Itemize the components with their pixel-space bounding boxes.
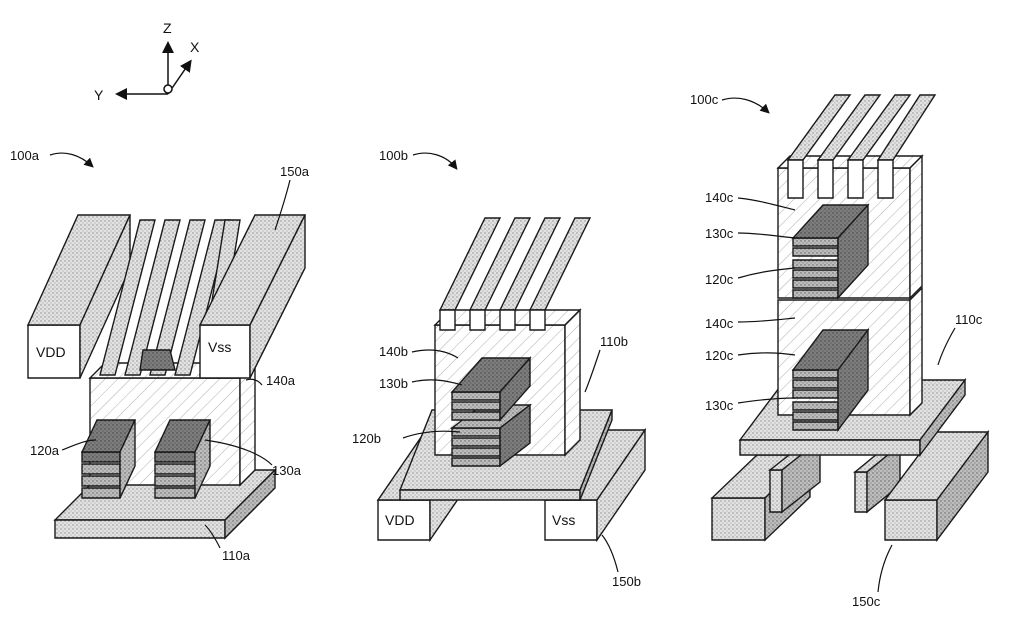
vss-label-100b: Vss [552, 512, 575, 528]
ref-100b: 100b [379, 148, 408, 163]
stack-lower-100c [791, 327, 870, 433]
leaders-100b [402, 152, 619, 573]
label-130b: 130b [379, 376, 408, 391]
leaders-100c [721, 97, 956, 593]
label-120c-lower: 120c [705, 348, 734, 363]
structure-100c [710, 94, 990, 543]
fins-100c [786, 94, 937, 199]
leaders-100a [49, 152, 291, 549]
x-axis-label: X [190, 39, 200, 55]
vdd-label-100a: VDD [36, 344, 66, 360]
axis-origin [163, 84, 173, 94]
label-140c-lower: 140c [705, 316, 734, 331]
label-120b: 120b [352, 431, 381, 446]
stack-120a [80, 419, 137, 499]
label-140c-upper: 140c [705, 190, 734, 205]
structure-100b [376, 217, 647, 543]
rail-vss-100a [198, 214, 307, 379]
label-150a: 150a [280, 164, 310, 179]
label-110a: 110a [222, 548, 251, 563]
structure-100a [26, 214, 307, 540]
contact-100a [139, 349, 176, 371]
label-140b: 140b [379, 344, 408, 359]
label-150c: 150c [852, 594, 881, 609]
axes-indicator [115, 41, 192, 100]
ref-100a: 100a [10, 148, 40, 163]
stack-upper-100c [791, 203, 870, 300]
label-130c-lower: 130c [705, 398, 734, 413]
ref-100c: 100c [690, 92, 719, 107]
label-150b: 150b [612, 574, 641, 589]
vss-label-100a: Vss [208, 339, 231, 355]
label-110b: 110b [600, 334, 628, 349]
stack-130a [153, 419, 212, 499]
label-130a: 130a [272, 463, 302, 478]
vdd-label-100b: VDD [385, 512, 415, 528]
y-axis-label: Y [94, 87, 104, 103]
label-120c-upper: 120c [705, 272, 734, 287]
label-140a: 140a [266, 373, 296, 388]
stack-130b [450, 356, 532, 422]
label-120a: 120a [30, 443, 60, 458]
fins-100b [438, 217, 592, 331]
rail-right-100c [883, 429, 990, 543]
label-130c-upper: 130c [705, 226, 734, 241]
z-axis-label: Z [163, 20, 172, 36]
rail-vdd-100a [26, 214, 132, 379]
label-110c: 110c [955, 312, 983, 327]
